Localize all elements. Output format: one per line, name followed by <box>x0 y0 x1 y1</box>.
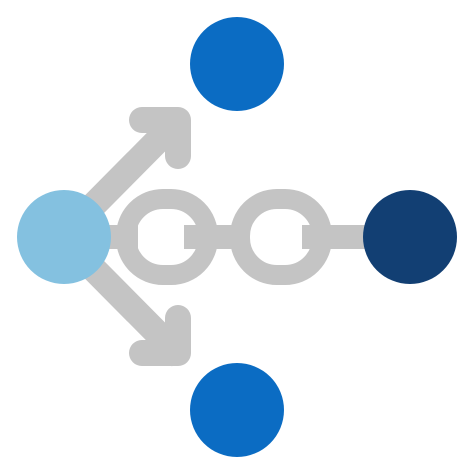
top-node <box>190 17 284 111</box>
bottom-node <box>190 363 284 457</box>
target-node <box>363 190 457 284</box>
source-node <box>17 190 111 284</box>
chain-link-icon <box>108 189 366 285</box>
